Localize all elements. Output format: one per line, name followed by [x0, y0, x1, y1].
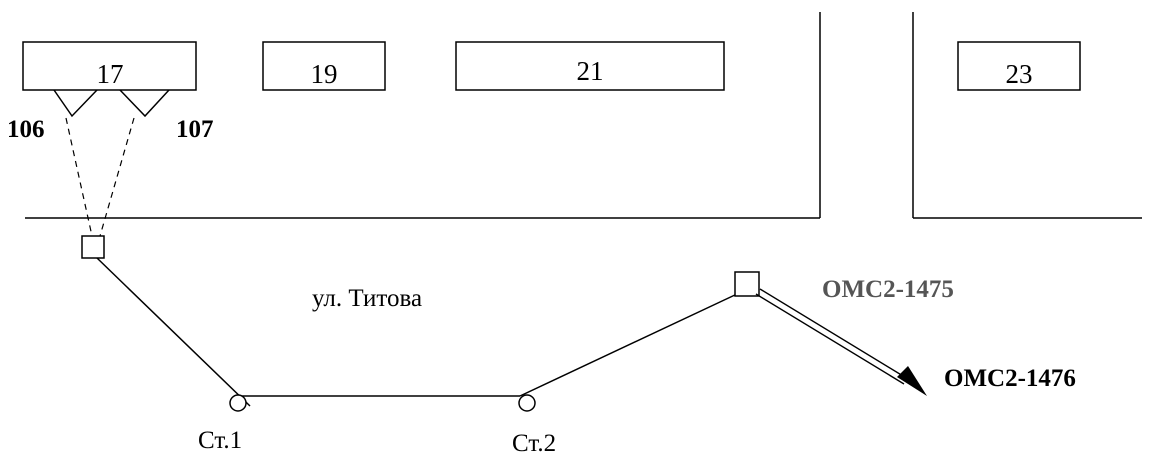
building-19-box	[262, 41, 386, 91]
dashed-link-106	[65, 117, 93, 237]
building-21-box	[455, 41, 725, 91]
node-106-label: 106	[7, 116, 45, 143]
building-23-label: 23	[1006, 59, 1033, 89]
node-107-label: 107	[176, 116, 214, 143]
building-21-label: 21	[577, 56, 604, 86]
arrow-head-icon	[897, 366, 927, 396]
pole-st1-icon	[229, 394, 247, 412]
building-23-box	[957, 41, 1081, 91]
omc-1476-label: ОМС2-1476	[944, 365, 1076, 392]
cable-segment-1	[96, 257, 251, 407]
pole-st2-label: Ст.2	[512, 430, 556, 455]
omc-1475-label: ОМС2-1475	[822, 276, 954, 303]
building-17-box	[22, 41, 197, 91]
dashed-link-107	[99, 117, 135, 237]
junction-box-omc-1475	[734, 271, 760, 297]
double-line-a	[755, 293, 905, 385]
node-106-triangle	[53, 89, 98, 118]
pole-st1-label: Ст.1	[198, 427, 242, 454]
building-19-label: 19	[311, 59, 338, 89]
pole-st2-icon	[518, 394, 536, 412]
cable-segment-3	[519, 293, 738, 397]
street-name: ул. Титова	[312, 285, 422, 312]
node-107-triangle	[119, 89, 170, 118]
double-line-b	[759, 288, 909, 380]
building-17-label: 17	[97, 59, 124, 89]
junction-box-left	[81, 235, 105, 259]
